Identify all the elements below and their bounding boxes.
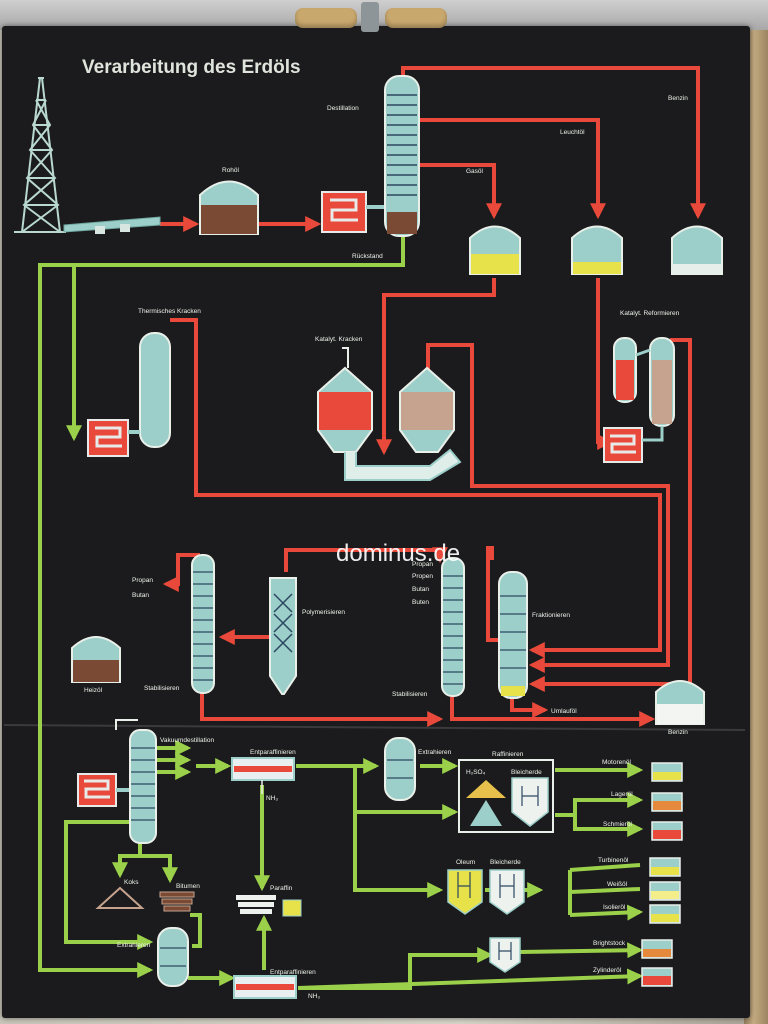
label-leuchtoel: Leuchtöl [560,129,585,136]
pipe-support [120,224,130,232]
label-benzin-bottom: Benzin [668,729,688,736]
label-benzin-top: Benzin [668,95,688,102]
pipe-support [95,226,105,234]
label-propen-right: Propen [412,573,433,580]
product-box-brightstock [641,939,673,959]
label-nh3-top: NH₃ [266,795,278,802]
label-bitumen: Bitumen [176,883,200,890]
fractionating-column [498,571,528,699]
label-rueckstand: Rückstand [352,253,383,260]
label-umlaufoel: Umlauföl [551,708,577,715]
label-gasoel: Gasöl [466,168,484,175]
crude-oil-tank [199,180,259,235]
vacuum-furnace [77,773,130,807]
wall-chart-poster [2,26,750,1018]
label-entparaffinieren-bottom: Entparaffinieren [270,969,316,976]
product-box-lageroel [651,792,683,812]
extraction-vessel-bottom [157,927,189,987]
product-box-turbinenoel [649,857,681,877]
refining-unit [458,759,554,833]
bitumen-stack [159,891,195,912]
fold-line [3,724,746,731]
label-vakuumdestillation: Vakuumdestillation [160,737,214,744]
dewaxing-unit-bottom [233,975,297,999]
catalytic-cracking-unit [317,347,462,481]
label-polymerisieren: Polymerisieren [302,609,345,616]
gasoline-tank-bottom [655,680,705,725]
kerosene-tank [571,225,623,275]
label-thermisches-kracken: Thermisches Kracken [138,308,201,315]
distillation-column [384,75,420,237]
vacuum-distillation-column [115,719,157,844]
label-zylinderoel: Zylinderöl [593,967,622,974]
label-katalyt-kracken: Katalyt. Kracken [315,336,363,343]
catalytic-reforming-unit [603,337,675,463]
label-raffinieren: Raffinieren [492,751,524,758]
label-stabilisieren-left: Stabilisieren [144,685,180,692]
label-isolieroel: Isolieröl [603,904,626,911]
label-h2so4: H₂SO₄ [466,769,486,776]
label-extrahieren-bottom: Extrahieren [117,942,151,949]
stabilizer-column-right [441,557,465,697]
extraction-vessel-top [384,737,416,801]
label-destillation: Destillation [327,105,359,112]
poster-hanger [295,2,447,32]
gasoil-tank [469,225,521,275]
paraffin-stack [236,895,302,917]
product-box-isolieroel [649,904,681,924]
green-flow-lines [38,236,640,990]
product-box-schmieroel [651,821,683,841]
label-fraktionieren: Fraktionieren [532,612,570,619]
label-brightstock: Brightstock [593,940,626,947]
polymerization-reactor [269,577,297,695]
oleum-treatment-vessel [447,869,483,915]
label-propan-right: Propan [412,561,433,568]
thermal-cracking-unit [87,332,171,457]
label-weissoel: Weißöl [607,881,628,888]
label-turbinenoel: Turbinenöl [598,857,629,864]
label-motorenoel: Motorenöl [602,759,631,766]
furnace-heater [321,191,386,233]
label-propan-left: Propan [132,577,153,584]
label-buten-right: Buten [412,599,429,606]
product-box-weissoel [649,881,681,901]
bleaching-earth-vessel [489,869,525,915]
label-paraffin: Paraffin [270,885,293,892]
hanging-rail [0,0,768,30]
label-heizoel: Heizöl [84,687,103,694]
label-butan-left: Butan [132,592,149,599]
oil-derrick-icon [14,77,66,233]
label-katalyt-reformieren: Katalyt. Reformieren [620,310,680,317]
dewaxing-unit-top [231,757,295,794]
label-nh3-bottom: NH₃ [308,993,320,1000]
label-lageroel: Lageröl [611,791,633,798]
label-bleicherde-top: Bleicherde [511,769,542,776]
label-bleicherde-bottom: Bleicherde [490,859,521,866]
label-extrahieren-top: Extrahieren [418,749,452,756]
label-schmieroel: Schmieröl [603,821,632,828]
label-koks: Koks [124,879,139,886]
gasoline-tank-top [671,225,723,275]
label-rohoel: Rohöl [222,167,240,174]
label-stabilisieren-right: Stabilisieren [392,691,428,698]
watermark: dominus.de [336,540,460,567]
label-entparaffinieren-top: Entparaffinieren [250,749,296,756]
product-box-motorenoel [651,762,683,782]
brightstock-treatment-vessel [489,937,521,973]
label-oleum: Oleum [456,859,475,866]
chart-title: Verarbeitung des Erdöls [82,57,301,78]
stabilizer-column-left [191,554,215,694]
product-box-zylinderoel [641,967,673,987]
pipeline [63,216,161,233]
coke-pile [95,886,145,909]
heating-oil-tank [71,636,121,683]
label-butan-right: Butan [412,586,429,593]
